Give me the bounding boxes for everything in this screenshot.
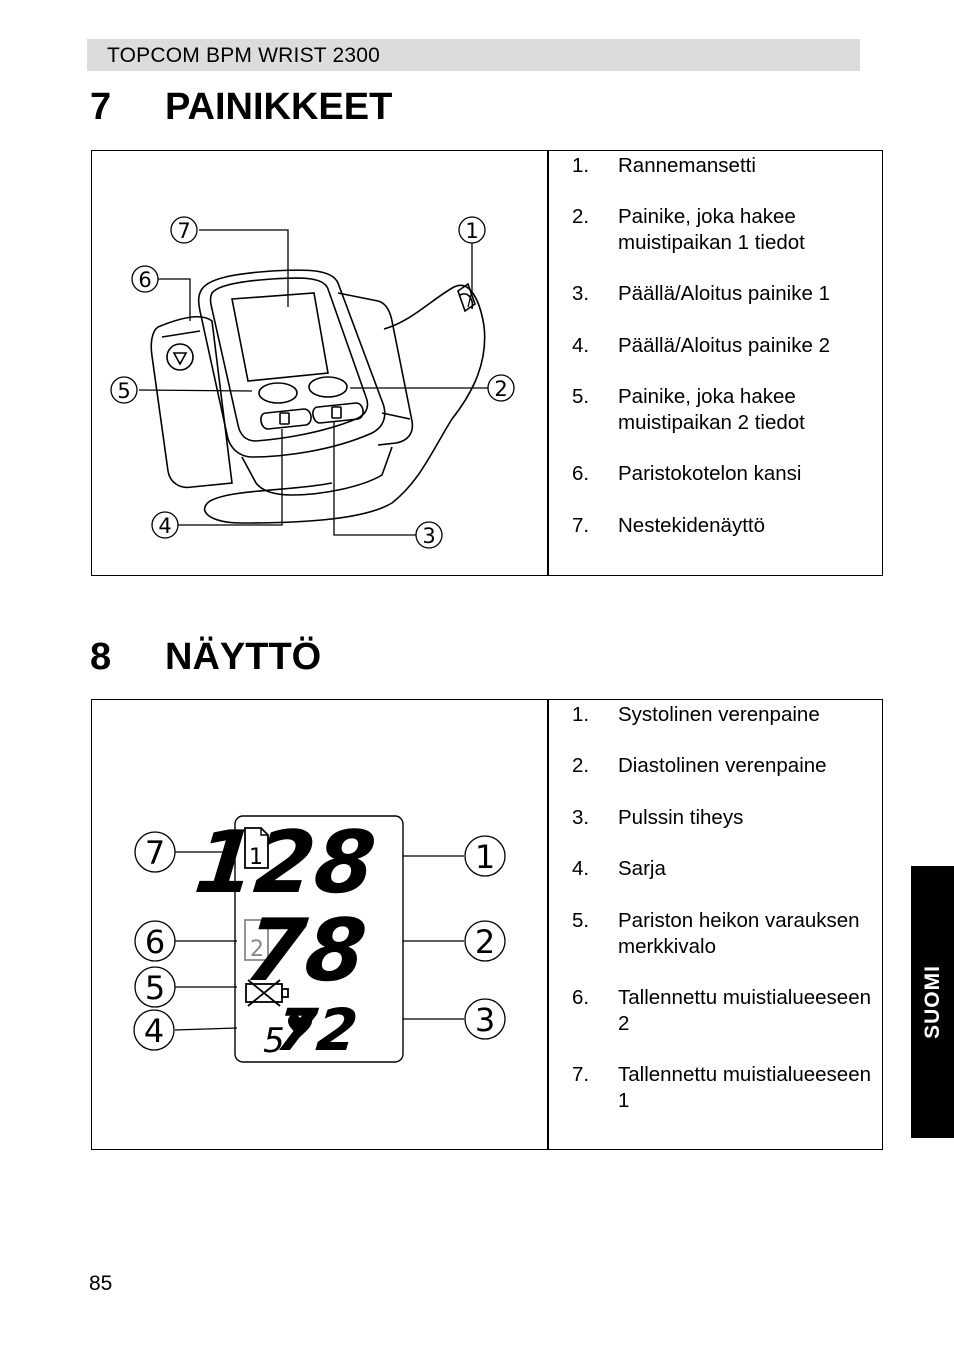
svg-text:1: 1 — [249, 845, 263, 870]
display-callout-2: 2 — [475, 923, 495, 961]
running-header-title: TOPCOM BPM WRIST 2300 — [107, 44, 380, 67]
callout-7: 7 — [177, 219, 190, 243]
language-tab-label: SUOMI — [920, 965, 944, 1039]
display-callout-6: 6 — [145, 923, 165, 961]
language-tab: SUOMI — [911, 866, 954, 1138]
lcd-frame — [234, 815, 404, 1063]
diastolic-value: 78 — [241, 901, 371, 1001]
section7-callouts: 1 2 3 4 5 6 7 — [110, 216, 515, 549]
display-callout-7: 7 — [145, 834, 165, 872]
lcd-drawing: 1 2 128 78 72 5 — [133, 813, 506, 1064]
section-8-title: NÄYTTÖ — [165, 636, 322, 678]
callout-6: 6 — [138, 268, 151, 292]
panel-divider — [547, 700, 549, 1149]
running-header: TOPCOM BPM WRIST 2300 — [87, 39, 860, 71]
section-8-heading: 8 NÄYTTÖ — [90, 636, 321, 679]
device-drawing: 1 2 3 4 5 6 7 — [110, 216, 515, 549]
callout-5: 5 — [117, 379, 130, 403]
buttons-panel: 1 2 3 4 5 6 7 1.Rannemansetti 2.Painike,… — [91, 150, 883, 576]
heart-icon — [288, 1014, 312, 1037]
lcd-illustration: 1 2 128 78 72 5 — [92, 700, 547, 1149]
device-illustration: 1 2 3 4 5 6 7 — [92, 151, 547, 575]
battery-low-icon — [245, 979, 289, 1007]
callout-2: 2 — [494, 377, 507, 401]
display-callout-1: 1 — [475, 838, 495, 876]
display-callout-5: 5 — [145, 969, 165, 1007]
series-value: 5 — [263, 1021, 285, 1061]
section-7-heading: 7 PAINIKKEET — [90, 86, 392, 129]
callout-3: 3 — [422, 524, 435, 548]
page-number: 85 — [89, 1272, 113, 1295]
systolic-value: 128 — [190, 813, 380, 913]
section-7-title: PAINIKKEET — [165, 86, 393, 128]
display-callout-4: 4 — [144, 1012, 164, 1050]
callout-1: 1 — [465, 219, 478, 243]
memory-2-icon: 2 — [244, 919, 269, 962]
memory-1-icon: 1 — [244, 827, 269, 870]
panel-divider — [547, 151, 549, 575]
svg-text:2: 2 — [250, 937, 264, 962]
display-panel: 1 2 128 78 72 5 — [91, 699, 883, 1150]
callout-4: 4 — [158, 514, 171, 538]
display-callout-3: 3 — [475, 1001, 495, 1039]
section-8-number: 8 — [90, 636, 112, 678]
pulse-value: 72 — [273, 996, 361, 1064]
section8-callouts: 1 2 3 4 5 6 7 — [133, 831, 506, 1051]
section-7-number: 7 — [90, 86, 112, 128]
